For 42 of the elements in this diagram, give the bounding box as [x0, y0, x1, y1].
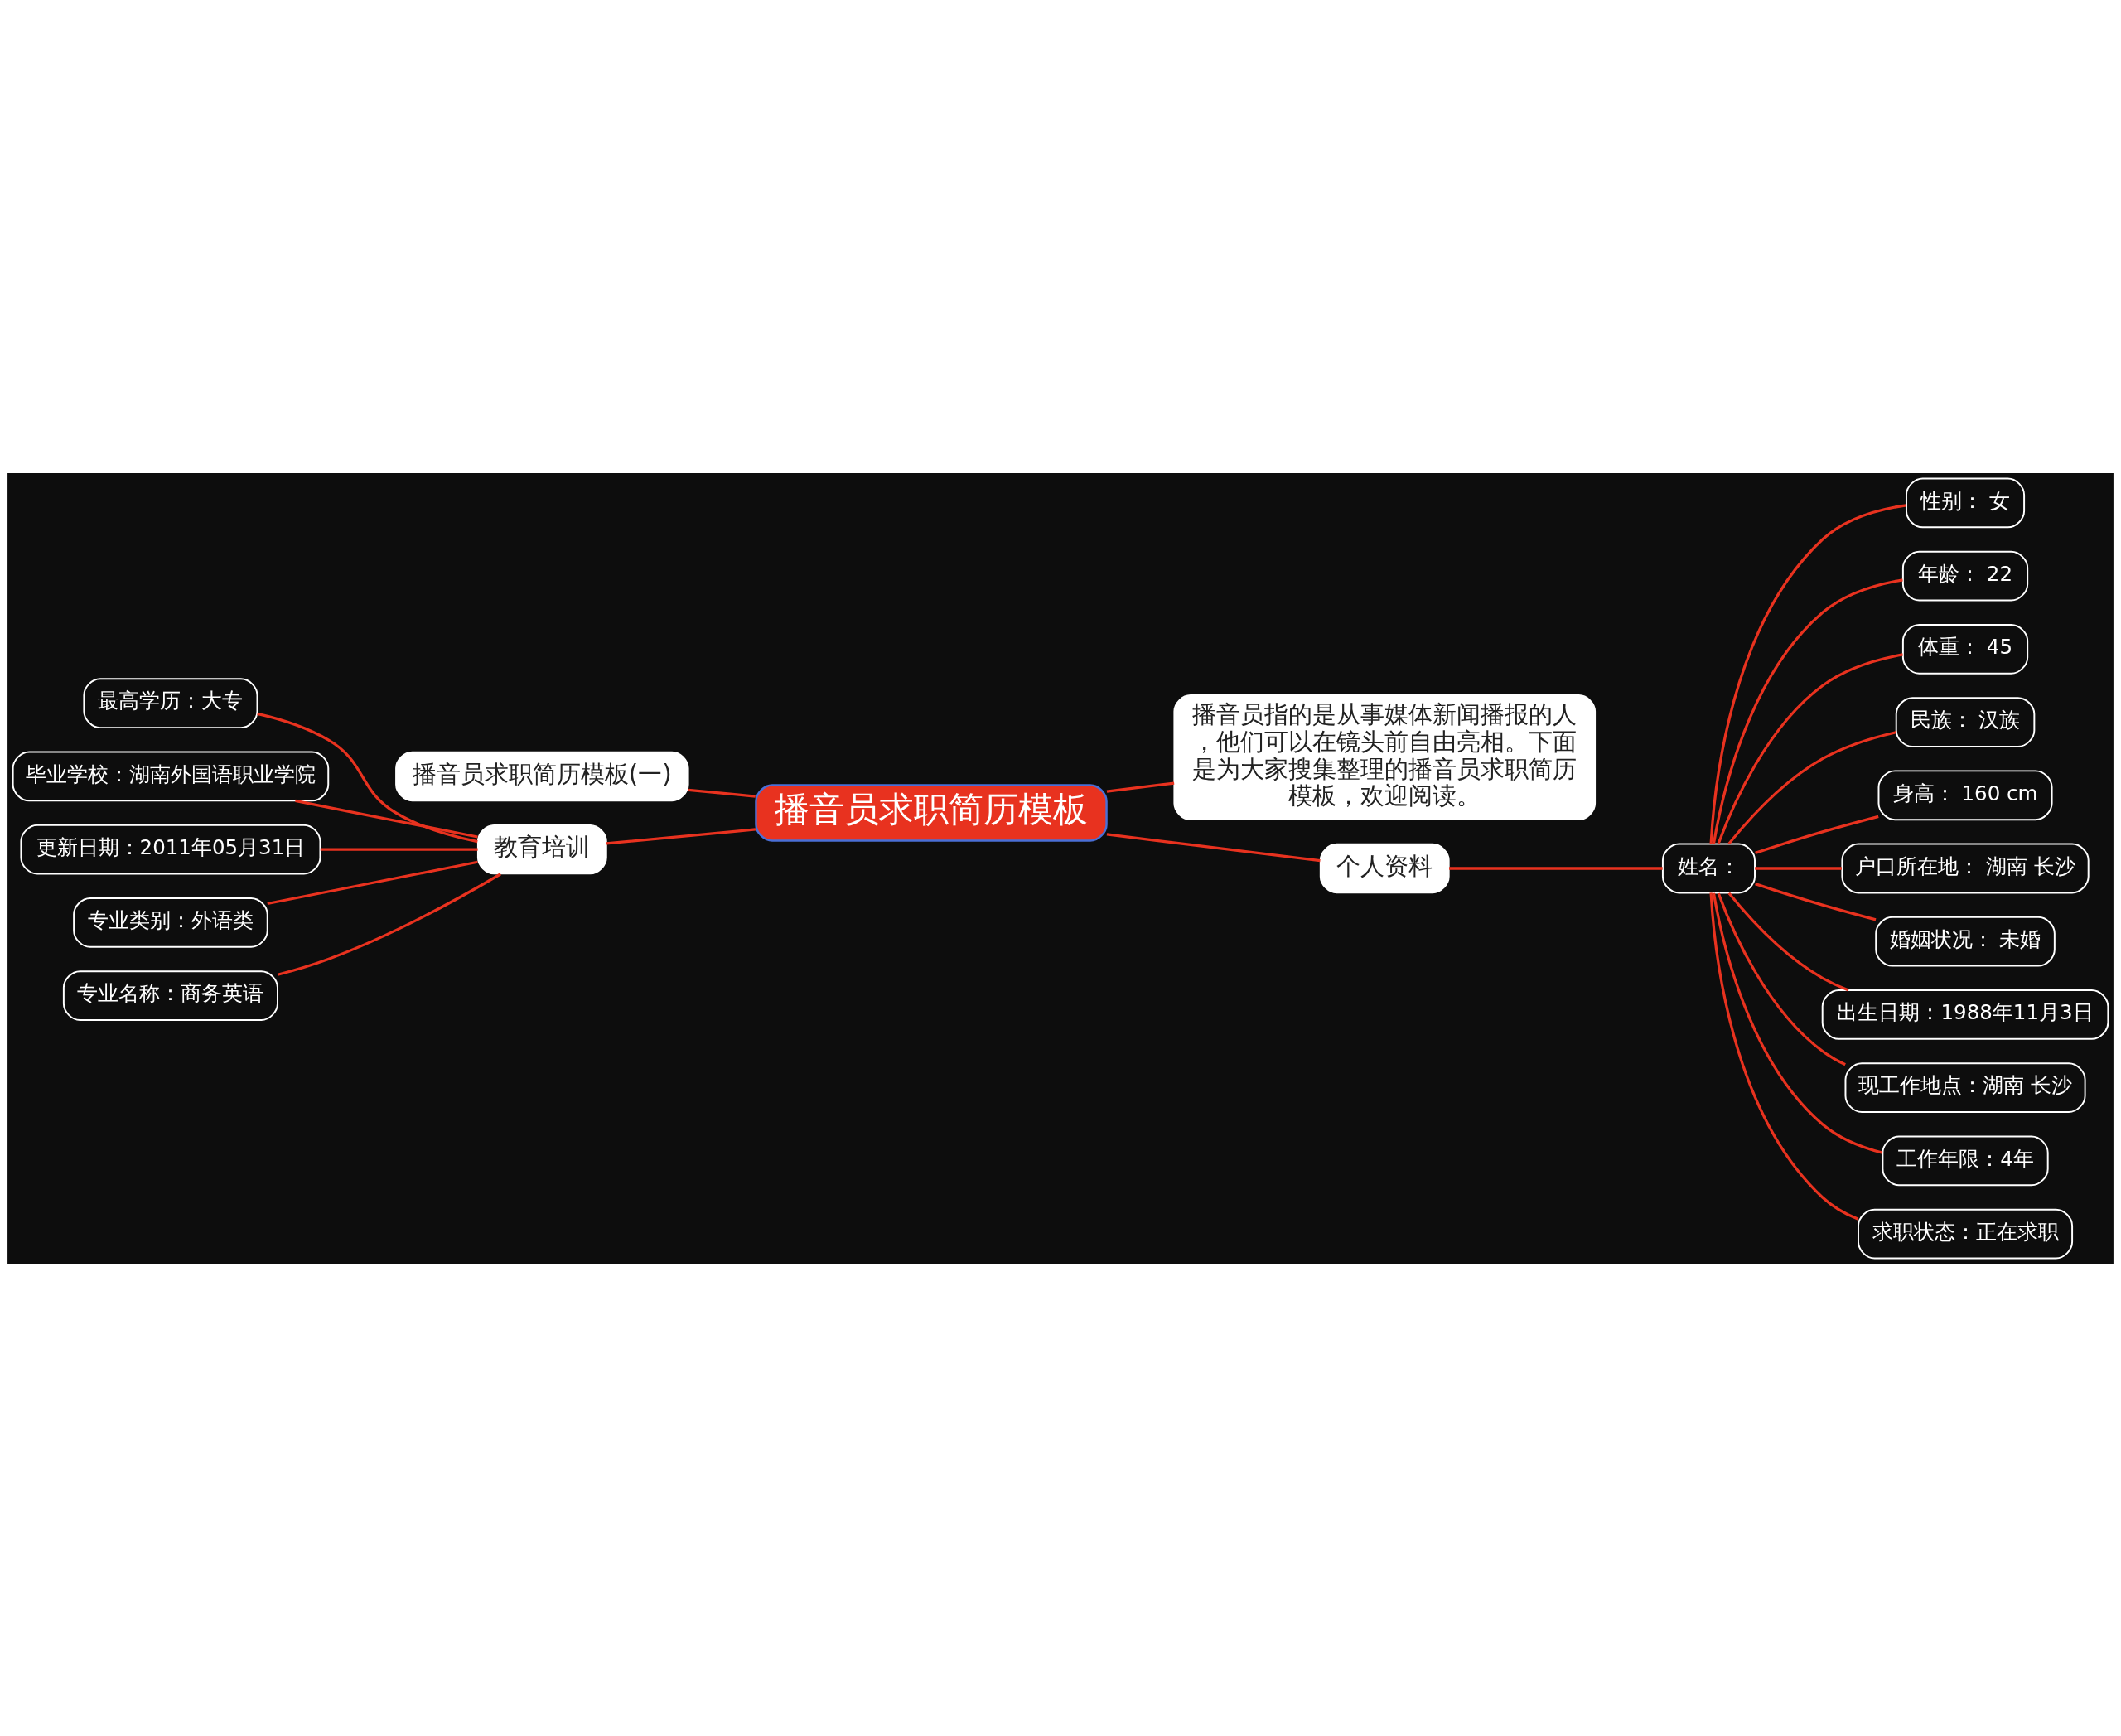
node-box: 体重： 45 — [1901, 623, 2029, 675]
node-box: 求职状态：正在求职 — [1858, 1208, 2074, 1259]
connector — [267, 860, 478, 905]
connector — [1449, 866, 1663, 870]
node-box: 个人资料 — [1319, 843, 1450, 893]
node-box: 现工作地点：湖南 长沙 — [1844, 1061, 2086, 1113]
node-box: 播音员求职简历模板(一) — [395, 751, 689, 801]
node-box: 工作年限：4年 — [1882, 1134, 2049, 1186]
node-box: 播音员指的是从事媒体新闻播报的人，他们可以在镜头前自由亮相。下面是为大家搜集整理的播音员求职简历模板，欢迎阅读。 — [1173, 694, 1597, 820]
node-box: 民族： 汉族 — [1895, 696, 2036, 747]
node-box: 毕业学校：湖南外国语职业学院 — [12, 751, 330, 801]
connector — [320, 848, 478, 851]
connector — [1709, 503, 1906, 844]
connector — [606, 827, 756, 845]
connector — [1755, 866, 1842, 870]
node-box: 婚姻状况： 未婚 — [1875, 916, 2056, 967]
connector — [1755, 882, 1877, 921]
connector — [257, 712, 478, 843]
node-box: 播音员求职简历模板 — [755, 783, 1108, 842]
connector — [1727, 730, 1896, 844]
connector — [688, 788, 756, 798]
connector — [1106, 781, 1175, 793]
connector — [1712, 892, 1883, 1154]
node-box: 户口所在地： 湖南 长沙 — [1841, 843, 2090, 893]
node-box: 出生日期：1988年11月3日 — [1821, 989, 2109, 1040]
node-box: 姓名： — [1661, 843, 1756, 893]
connector — [1106, 832, 1321, 862]
node-box: 更新日期：2011年05月31日 — [20, 824, 321, 874]
node-box: 年龄： 22 — [1901, 550, 2029, 602]
connector — [1717, 892, 1846, 1066]
node-box: 性别： 女 — [1906, 477, 2026, 528]
connector — [1717, 652, 1903, 844]
connector — [1712, 578, 1903, 844]
connector — [1755, 815, 1879, 854]
connector — [1727, 892, 1849, 992]
connector — [1709, 892, 1859, 1221]
node-box: 专业名称：商务英语 — [62, 970, 278, 1021]
connector — [277, 872, 502, 976]
node-box: 教育培训 — [476, 824, 607, 874]
node-box: 最高学历：大专 — [83, 677, 258, 728]
node-box: 专业类别：外语类 — [73, 897, 268, 948]
node-box: 身高： 160 cm — [1877, 769, 2053, 820]
